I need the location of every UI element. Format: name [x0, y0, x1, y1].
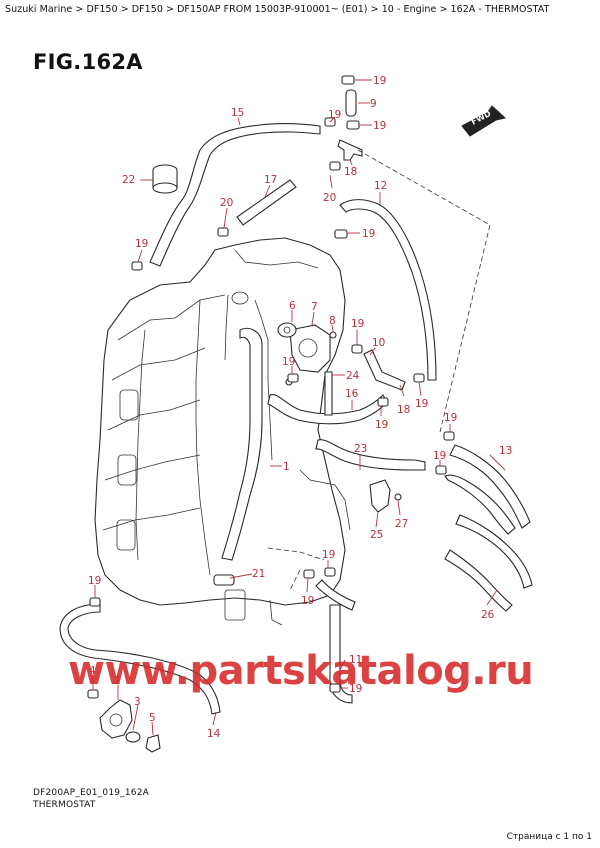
callout-6[interactable]: 6	[289, 300, 296, 312]
callout-2[interactable]: 2	[114, 675, 121, 687]
callout-19a[interactable]: 19	[373, 75, 386, 87]
callout-13[interactable]: 13	[499, 445, 512, 457]
callout-19e[interactable]: 19	[135, 238, 148, 250]
thermostat-housing	[277, 322, 331, 373]
callout-4[interactable]: 4	[89, 665, 96, 677]
callout-19c[interactable]: 19	[328, 109, 341, 121]
callout-14[interactable]: 14	[207, 728, 221, 740]
hose-15	[149, 122, 321, 267]
callout-15[interactable]: 15	[231, 107, 244, 119]
fitting-9	[345, 89, 357, 117]
hose-13	[444, 444, 531, 535]
diagram-code: DF200AP_E01_019_162A	[33, 788, 150, 798]
clamps-19	[89, 75, 455, 693]
callout-25[interactable]: 25	[370, 529, 383, 541]
guide-lines	[267, 149, 491, 591]
figure-title: FIG.162A	[33, 50, 143, 74]
callout-23[interactable]: 23	[354, 443, 367, 455]
diagram-name: THERMOSTAT	[33, 800, 96, 810]
callout-19f[interactable]: 19	[351, 318, 364, 330]
callout-19b[interactable]: 19	[373, 120, 386, 132]
callout-17[interactable]: 17	[264, 174, 277, 186]
callout-26[interactable]: 26	[481, 609, 495, 621]
callout-16[interactable]: 16	[345, 388, 359, 400]
callout-19g[interactable]: 19	[282, 356, 295, 368]
pipe-10	[363, 349, 406, 391]
engine-internal-hose	[221, 327, 263, 561]
page-info: Страница с 1 по 1	[506, 832, 592, 842]
callout-18a[interactable]: 18	[344, 166, 357, 178]
callout-21[interactable]: 21	[252, 568, 265, 580]
callout-11[interactable]: 11	[349, 654, 362, 666]
breadcrumb: Suzuki Marine > DF150 > DF150 > DF150AP …	[5, 4, 550, 15]
watermark: www.partskatalog.ru	[68, 648, 534, 694]
callout-9[interactable]: 9	[370, 98, 377, 110]
hose-23	[315, 439, 426, 471]
grommet-22	[152, 164, 178, 194]
callout-20b[interactable]: 20	[323, 192, 336, 204]
rod-24	[324, 371, 333, 416]
callout-7[interactable]: 7	[311, 301, 318, 313]
leader-lines	[92, 79, 506, 736]
callout-24[interactable]: 24	[346, 370, 360, 382]
callout-3[interactable]: 3	[134, 696, 141, 708]
callout-19l[interactable]: 19	[322, 549, 335, 561]
bracket-25	[369, 479, 402, 513]
callout-19i[interactable]: 19	[415, 398, 428, 410]
hose-17	[236, 179, 297, 226]
callout-19m[interactable]: 19	[301, 595, 314, 607]
callout-27[interactable]: 27	[395, 518, 408, 530]
thermostat-cover-2	[87, 689, 161, 753]
callout-8[interactable]: 8	[329, 315, 336, 327]
callout-19k[interactable]: 19	[433, 450, 446, 462]
callout-5[interactable]: 5	[149, 712, 156, 724]
callout-1[interactable]: 1	[283, 461, 290, 473]
callout-19j[interactable]: 19	[444, 412, 457, 424]
callout-18b[interactable]: 18	[397, 404, 410, 416]
callout-20a[interactable]: 20	[220, 197, 233, 209]
callout-19d[interactable]: 19	[362, 228, 375, 240]
hose-12	[339, 199, 437, 381]
callout-19h[interactable]: 19	[375, 419, 388, 431]
hose-26	[444, 514, 533, 612]
callout-22[interactable]: 22	[122, 174, 135, 186]
forward-arrow: FWD	[461, 105, 507, 137]
engine-block	[94, 237, 351, 626]
callout-19n[interactable]: 19	[88, 575, 101, 587]
callout-10[interactable]: 10	[372, 337, 385, 349]
part-callouts: 19 9 19 19 15 18 22 17 12 20 20 19 19 6 …	[88, 75, 512, 740]
callout-12[interactable]: 12	[374, 180, 387, 192]
callout-19o[interactable]: 19	[349, 683, 362, 695]
